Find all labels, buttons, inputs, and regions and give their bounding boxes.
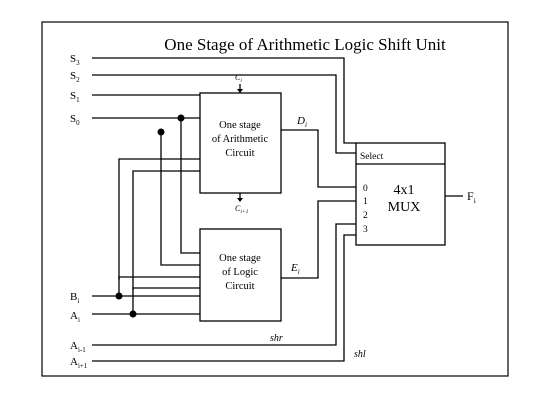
- wire-s2: [92, 74, 356, 154]
- junction-s0: [157, 128, 165, 136]
- shift-right-label: shr: [270, 333, 283, 344]
- arithmetic-label-line3: Circuit: [225, 148, 254, 159]
- diagram-frame: [41, 21, 509, 377]
- input-label-ai-minus-1: Ai-1: [70, 340, 86, 354]
- wire-di: [281, 129, 356, 188]
- input-label-s3: S3: [70, 53, 80, 67]
- mux-box: [355, 142, 446, 246]
- wire-s1-tap: [180, 116, 200, 254]
- wire-bi-tap-arith: [118, 158, 200, 296]
- mux-input-3: 3: [363, 225, 368, 235]
- wire-s0-tap: [160, 132, 200, 266]
- wire-bi-tap-logic: [118, 276, 200, 280]
- input-label-ai: Ai: [70, 310, 80, 324]
- logic-label-line1: One stage: [219, 253, 261, 264]
- wire-ai-tap-arith: [132, 170, 200, 314]
- input-label-s2: S2: [70, 70, 80, 84]
- arithmetic-label-line2: of Arithmetic: [212, 134, 269, 145]
- input-label-s0: S0: [70, 113, 80, 127]
- arithmetic-output-label: Di: [296, 115, 307, 129]
- mux-input-2: 2: [363, 211, 368, 221]
- input-label-s1: S1: [70, 90, 80, 104]
- logic-circuit-box: [199, 228, 282, 322]
- carry-out-label: Ci+1: [235, 204, 249, 215]
- junction-s1: [177, 114, 185, 122]
- arithmetic-circuit-box: [199, 92, 282, 194]
- wire-shr: [92, 223, 356, 346]
- carry-in-label: Ci: [235, 73, 242, 84]
- carry-out-arrow: [237, 198, 243, 202]
- shift-left-label: shl: [354, 349, 366, 360]
- wire-ai-tap-logic: [132, 287, 200, 290]
- mux-label-line1: 4x1: [394, 183, 415, 198]
- mux-input-0: 0: [363, 184, 368, 194]
- logic-label-line2: of Logic: [222, 267, 258, 278]
- input-label-ai-plus-1: Ai+1: [70, 356, 88, 370]
- carry-in-arrow: [237, 89, 243, 93]
- arithmetic-label-line1: One stage: [219, 120, 261, 131]
- junction-bi: [115, 292, 123, 300]
- mux-output-label: Fi: [467, 189, 476, 205]
- junction-ai: [129, 310, 137, 318]
- diagram-title: One Stage of Arithmetic Logic Shift Unit: [164, 35, 446, 54]
- mux-label-line2: MUX: [388, 200, 421, 215]
- wire-s3: [92, 57, 356, 144]
- logic-output-label: Ei: [290, 262, 300, 276]
- wire-ei: [281, 200, 356, 279]
- logic-label-line3: Circuit: [225, 281, 254, 292]
- input-label-bi: Bi: [70, 291, 79, 305]
- wire-shl: [92, 234, 356, 362]
- mux-input-1: 1: [363, 197, 368, 207]
- mux-select-label: Select: [360, 152, 384, 162]
